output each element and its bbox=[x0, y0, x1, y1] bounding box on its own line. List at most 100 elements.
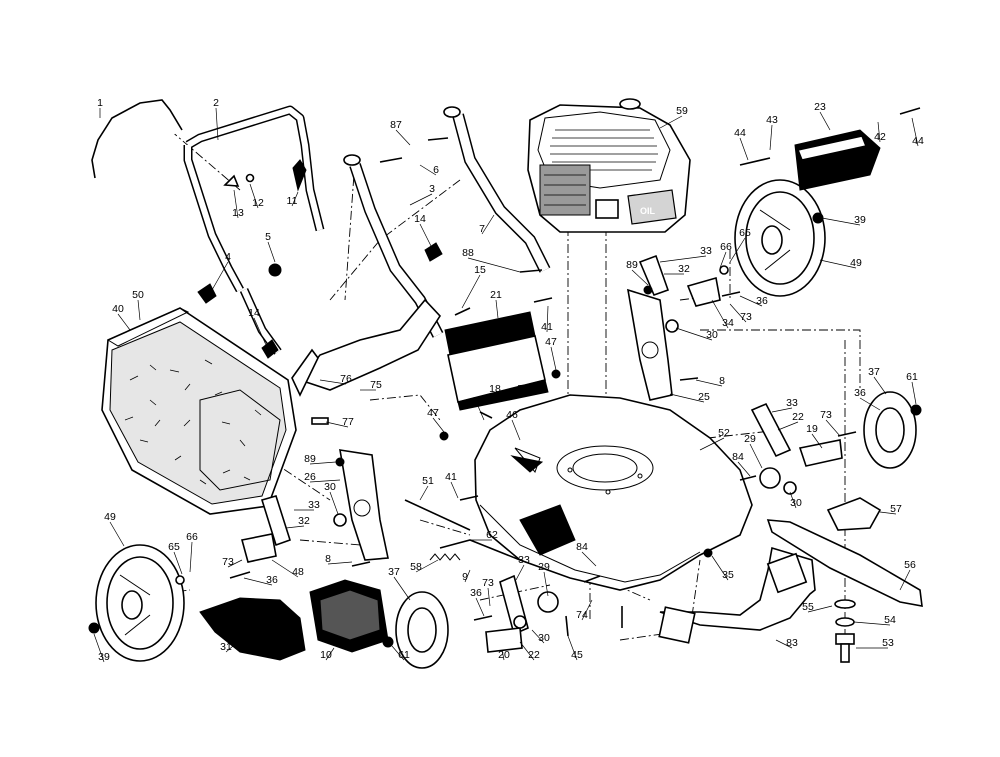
part-callout-22: 22 bbox=[528, 649, 540, 661]
callout-leader bbox=[821, 217, 861, 226]
callout-leader bbox=[719, 251, 727, 269]
part-callout-30: 30 bbox=[538, 632, 550, 644]
part-callout-45: 45 bbox=[571, 649, 583, 661]
part-callout-4: 4 bbox=[225, 251, 231, 263]
part-callout-61: 61 bbox=[906, 371, 918, 383]
part-callout-43: 43 bbox=[766, 114, 778, 126]
blade-assembly bbox=[766, 497, 923, 663]
callout-leader bbox=[729, 237, 746, 263]
callout-leader bbox=[481, 214, 495, 235]
part-callout-88: 88 bbox=[462, 247, 474, 259]
callout-leader bbox=[309, 479, 341, 483]
part-callout-46: 46 bbox=[506, 409, 518, 421]
part-callout-13: 13 bbox=[232, 207, 244, 219]
part-callout-58: 58 bbox=[410, 561, 422, 573]
part-callout-89: 89 bbox=[304, 453, 316, 465]
part-callout-20: 20 bbox=[498, 649, 510, 661]
part-callout-65: 65 bbox=[168, 541, 180, 553]
callout-leader bbox=[811, 433, 823, 449]
part-callout-8: 8 bbox=[325, 553, 331, 565]
callout-leader bbox=[675, 327, 713, 341]
callout-leader bbox=[515, 564, 525, 581]
part-callout-3: 3 bbox=[429, 183, 435, 195]
part-callout-42: 42 bbox=[874, 131, 886, 143]
part-callout-7: 7 bbox=[479, 223, 485, 235]
callout-leader bbox=[319, 379, 347, 385]
callout-leader bbox=[519, 641, 535, 661]
callout-leader bbox=[877, 121, 881, 143]
callout-leader bbox=[749, 443, 763, 469]
part-callout-61: 61 bbox=[398, 649, 410, 661]
callout-leader bbox=[567, 635, 578, 661]
part-callout-73: 73 bbox=[482, 577, 494, 589]
part-callout-15: 15 bbox=[474, 264, 486, 276]
callout-leader bbox=[93, 633, 105, 663]
part-callout-35: 35 bbox=[722, 569, 734, 581]
callout-leader bbox=[215, 107, 219, 141]
callout-leader bbox=[309, 461, 337, 465]
callout-leader bbox=[543, 571, 549, 597]
part-callout-35: 35 bbox=[472, 395, 484, 407]
callout-leader bbox=[137, 299, 141, 321]
part-callout-31: 31 bbox=[220, 641, 232, 653]
callout-leader bbox=[271, 559, 299, 578]
small-hardware bbox=[88, 107, 922, 648]
part-callout-30: 30 bbox=[706, 329, 718, 341]
callout-leader bbox=[807, 605, 833, 613]
rear-flap-and-covers bbox=[199, 129, 881, 661]
callout-leader bbox=[581, 599, 593, 621]
part-callout-49: 49 bbox=[104, 511, 116, 523]
part-callout-87: 87 bbox=[390, 119, 402, 131]
callout-leader bbox=[461, 274, 481, 309]
callout-leader bbox=[581, 551, 597, 567]
part-callout-77: 77 bbox=[342, 416, 354, 428]
part-callout-73: 73 bbox=[222, 556, 234, 568]
callout-leader bbox=[450, 481, 459, 499]
callout-leader bbox=[769, 124, 773, 151]
callout-leader bbox=[419, 223, 433, 249]
callout-leader bbox=[432, 417, 445, 433]
engine: OIL bbox=[527, 98, 691, 233]
part-callout-48: 48 bbox=[292, 566, 304, 578]
part-callout-29: 29 bbox=[538, 561, 550, 573]
handle-assembly bbox=[91, 99, 551, 359]
part-callout-14: 14 bbox=[248, 307, 260, 319]
callout-leader bbox=[873, 376, 887, 395]
part-callout-18: 18 bbox=[489, 383, 501, 395]
callout-leader bbox=[699, 437, 725, 451]
part-callout-30: 30 bbox=[790, 497, 802, 509]
part-callout-8: 8 bbox=[719, 375, 725, 387]
callout-leader bbox=[669, 393, 705, 403]
part-callout-41: 41 bbox=[541, 321, 553, 333]
callout-leader bbox=[467, 257, 521, 273]
callout-leader bbox=[475, 597, 485, 617]
callout-leader bbox=[267, 241, 276, 263]
callout-leader bbox=[325, 647, 335, 661]
part-callout-52: 52 bbox=[718, 427, 730, 439]
callout-leader bbox=[117, 313, 131, 331]
callout-leader bbox=[711, 555, 729, 581]
engine-oil-stamp: OIL bbox=[640, 206, 656, 216]
part-callout-47: 47 bbox=[545, 336, 557, 348]
part-callout-37: 37 bbox=[388, 566, 400, 578]
callout-leader bbox=[511, 419, 521, 441]
callout-leader bbox=[391, 645, 405, 661]
callout-leader bbox=[464, 569, 471, 583]
callout-leader bbox=[659, 115, 683, 129]
callout-leader bbox=[711, 299, 729, 329]
part-callout-25: 25 bbox=[698, 391, 710, 403]
part-callout-1: 1 bbox=[97, 97, 103, 109]
part-callout-33: 33 bbox=[700, 245, 712, 257]
part-callout-59: 59 bbox=[676, 105, 688, 117]
callout-leader bbox=[550, 346, 557, 371]
callout-leader bbox=[227, 559, 243, 568]
callout-leader bbox=[409, 193, 433, 206]
part-callout-9: 9 bbox=[462, 571, 468, 583]
grass-catcher-bag bbox=[101, 307, 297, 515]
mower-deck bbox=[474, 394, 753, 591]
callout-leader bbox=[737, 461, 751, 477]
callout-leader bbox=[775, 639, 793, 649]
part-callout-66: 66 bbox=[720, 241, 732, 253]
callout-leader bbox=[211, 261, 229, 291]
